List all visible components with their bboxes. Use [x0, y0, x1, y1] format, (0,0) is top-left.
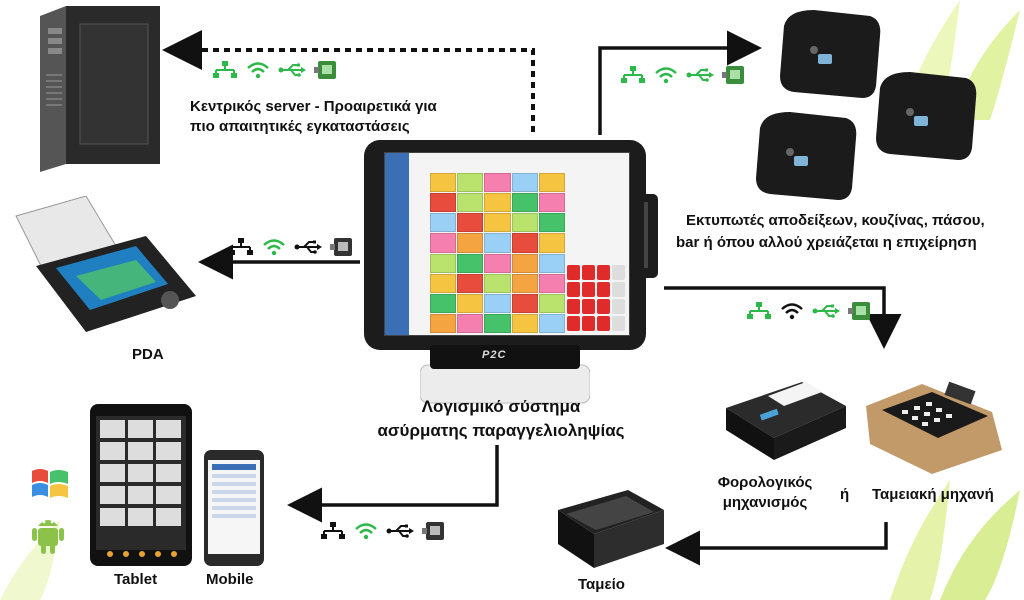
ethernet-port-icon [330, 236, 356, 258]
printer-image-3 [876, 72, 977, 160]
cash-drawer-label: Ταμείο [578, 576, 625, 593]
network-icon [620, 65, 646, 85]
printers-label-line2: bar ή όπου αλλού χρειάζεται η επιχείρηση [676, 234, 977, 251]
server-label-line2: πιο απαιτητικές εγκαταστάσεις [190, 118, 410, 135]
pos-terminal-stand [420, 345, 590, 404]
connection-icons-pda [228, 236, 356, 258]
ethernet-port-icon [314, 59, 340, 81]
usb-icon [294, 239, 322, 255]
usb-icon [812, 303, 840, 319]
printer-image-2 [756, 112, 857, 200]
pos-brand-logo: P2C [482, 349, 507, 361]
connection-icons-printers [620, 64, 748, 86]
register-label: Ταμειακή μηχανή [872, 486, 994, 503]
usb-icon [386, 523, 414, 539]
network-icon [212, 60, 238, 80]
pda-device-image [15, 196, 196, 332]
fiscal-device-image [726, 382, 846, 460]
server-label-line1: Κεντρικός server - Προαιρετικά για [190, 98, 437, 115]
cash-register-image [866, 381, 1002, 474]
software-label-line1: Λογισμικό σύστημα [421, 397, 581, 416]
mobile-phone-image [204, 450, 264, 566]
wifi-icon [780, 301, 804, 321]
wifi-icon [354, 521, 378, 541]
windows-logo-icon [32, 469, 68, 498]
or-label: ή [840, 486, 850, 503]
connection-icons-server [212, 59, 340, 81]
usb-icon [278, 62, 306, 78]
connection-icons-mobile [320, 520, 448, 542]
grass-decoration-bottom-right [890, 480, 1020, 600]
software-label-line2: ασύρματης παραγγελιοληψίας [377, 421, 625, 440]
network-icon [746, 301, 772, 321]
pos-keypad [567, 265, 625, 331]
pos-sidebar [385, 153, 409, 335]
connection-icons-fiscal [746, 300, 874, 322]
printers-label-line1: Εκτυπωτές αποδείξεων, κουζίνας, πάσου, [686, 212, 985, 229]
wifi-icon [654, 65, 678, 85]
pos-product-grid [430, 173, 565, 333]
arrow-to-mobile [287, 445, 499, 523]
arrow-to-fiscal [664, 286, 902, 349]
ethernet-port-icon [722, 64, 748, 86]
network-icon [320, 521, 346, 541]
android-logo-icon [32, 520, 64, 554]
arrow-to-cash-drawer [665, 522, 888, 566]
pda-label: PDA [132, 346, 164, 363]
network-icon [228, 237, 254, 257]
card-reader-image [632, 194, 658, 278]
mobile-label: Mobile [206, 571, 254, 588]
arrow-to-printers [598, 30, 762, 135]
arrow-to-server [162, 30, 535, 132]
ethernet-port-icon [848, 300, 874, 322]
pos-terminal-screen [384, 152, 630, 336]
usb-icon [686, 67, 714, 83]
tablet-image [90, 404, 192, 566]
ethernet-port-icon [422, 520, 448, 542]
server-tower-image [40, 6, 160, 172]
tablet-label: Tablet [114, 571, 158, 588]
cash-drawer-image [558, 490, 664, 568]
printer-image-1 [780, 10, 881, 98]
wifi-icon [262, 237, 286, 257]
fiscal-label-line2: μηχανισμός [722, 494, 808, 511]
fiscal-label-line1: Φορολογικός [717, 474, 813, 491]
wifi-icon [246, 60, 270, 80]
